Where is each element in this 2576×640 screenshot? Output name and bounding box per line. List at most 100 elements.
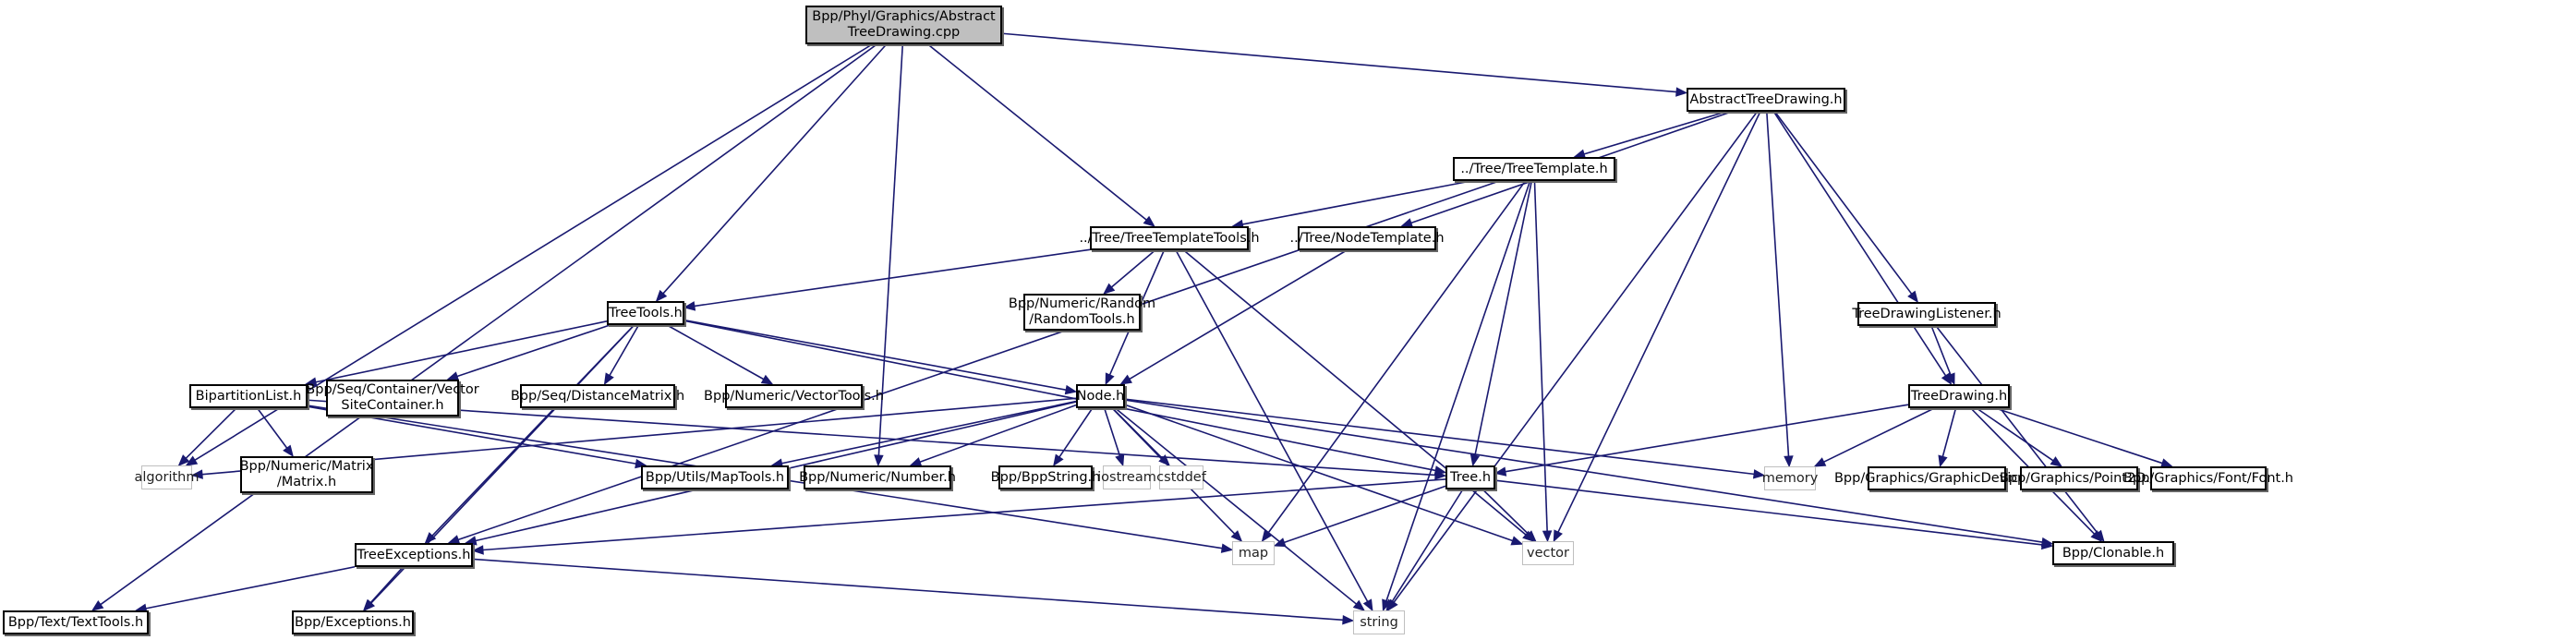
node-num[interactable]: Bpp/Numeric/Number.h bbox=[799, 465, 956, 489]
edge-node-to-vec bbox=[1124, 404, 1513, 542]
arrowhead-icon bbox=[1938, 454, 1948, 468]
arrowhead-icon bbox=[1385, 598, 1397, 612]
edge-ttt-to-str bbox=[1175, 249, 1369, 602]
edge-treetools-to-node bbox=[683, 319, 1067, 391]
edge-root-to-txt bbox=[100, 43, 877, 606]
arrowhead-icon bbox=[1813, 457, 1827, 467]
arrowhead-icon bbox=[1510, 536, 1524, 546]
node-tree[interactable]: Tree.h bbox=[1445, 465, 1495, 489]
edge-tree-to-clo bbox=[1494, 479, 2043, 546]
arrowhead-icon bbox=[1158, 454, 1171, 466]
edge-atd-to-str bbox=[1393, 111, 1759, 603]
arrowhead-icon bbox=[283, 444, 294, 458]
edge-tree-to-vec bbox=[1482, 489, 1530, 535]
edge-atd-to-vec bbox=[1557, 111, 1761, 533]
arrowhead-icon bbox=[1273, 537, 1287, 548]
edge-treetools-to-bpl bbox=[315, 320, 608, 383]
node-txt[interactable]: Bpp/Text/TextTools.h bbox=[3, 610, 149, 634]
edge-atd-to-tt bbox=[1583, 111, 1726, 155]
node-tdl[interactable]: TreeDrawingListener.h bbox=[1852, 302, 2002, 326]
edge-td-to-font bbox=[1995, 407, 2163, 465]
node-font[interactable]: Bpp/Graphics/Font/Font.h bbox=[2123, 466, 2293, 490]
arrowhead-icon bbox=[1434, 470, 1447, 480]
node-td[interactable]: TreeDrawing.h bbox=[1908, 384, 2010, 408]
node-nt[interactable]: ../Tree/NodeTemplate.h bbox=[1290, 226, 1445, 250]
edge-tt-to-ttt bbox=[1242, 180, 1471, 225]
edge-atd-to-tdl bbox=[1774, 111, 1913, 295]
edge-tdl-to-clo bbox=[1935, 325, 2098, 534]
node-mt[interactable]: Bpp/Utils/MapTools.h bbox=[641, 465, 789, 489]
edge-td-to-p2d bbox=[1976, 407, 2054, 462]
node-mat[interactable]: Bpp/Numeric/Matrix /Matrix.h bbox=[240, 456, 373, 493]
edge-treetools-to-vsc bbox=[456, 324, 611, 378]
node-rnd[interactable]: Bpp/Numeric/Random /RandomTools.h bbox=[1009, 294, 1155, 331]
edge-node-to-str bbox=[1114, 407, 1357, 605]
edge-te-to-txt bbox=[145, 565, 356, 610]
node-gd[interactable]: Bpp/Graphics/GraphicDevice.h bbox=[1834, 466, 2039, 490]
node-treetools[interactable]: TreeTools.h bbox=[607, 301, 684, 325]
edge-ttt-to-rnd bbox=[1111, 249, 1156, 288]
node-dm[interactable]: Bpp/Seq/DistanceMatrix.h bbox=[511, 384, 684, 408]
arrowhead-icon bbox=[1362, 598, 1373, 612]
arrowhead-icon bbox=[655, 289, 668, 302]
edge-tree-to-map bbox=[1284, 485, 1446, 544]
edge-atd-to-mem bbox=[1766, 111, 1790, 457]
arrowhead-icon bbox=[2050, 456, 2063, 467]
node-te[interactable]: TreeExceptions.h bbox=[355, 543, 473, 567]
edge-tree-to-str bbox=[1391, 489, 1464, 603]
node-bpl[interactable]: BipartitionList.h bbox=[189, 384, 308, 408]
edge-root-to-num bbox=[877, 43, 904, 456]
arrowhead-icon bbox=[1342, 615, 1355, 625]
arrowhead-icon bbox=[177, 454, 190, 466]
edge-root-to-treetools bbox=[662, 43, 888, 295]
arrowhead-icon bbox=[1220, 543, 1234, 553]
arrowhead-icon bbox=[1469, 453, 1481, 467]
arrowhead-icon bbox=[1103, 283, 1116, 295]
arrowhead-icon bbox=[1494, 466, 1507, 477]
node-exc[interactable]: Bpp/Exceptions.h bbox=[292, 610, 414, 634]
node-atd[interactable]: AbstractTreeDrawing.h bbox=[1687, 88, 1845, 112]
edge-tdl-to-td bbox=[1930, 325, 1952, 376]
node-mem: memory bbox=[1762, 466, 1818, 490]
node-clo[interactable]: Bpp/Clonable.h bbox=[2052, 541, 2174, 565]
arrowhead-icon bbox=[362, 598, 375, 611]
edge-ttt-to-vec bbox=[1183, 249, 1527, 536]
arrowhead-icon bbox=[1230, 530, 1243, 542]
arrowhead-icon bbox=[1752, 469, 1766, 479]
edge-nt-to-node bbox=[1129, 249, 1348, 380]
arrowhead-icon bbox=[1945, 372, 1955, 386]
arrowhead-icon bbox=[683, 301, 696, 311]
node-tt[interactable]: ../Tree/TreeTemplate.h bbox=[1453, 157, 1615, 181]
edge-te-to-str bbox=[472, 558, 1344, 622]
arrowhead-icon bbox=[2040, 539, 2054, 550]
arrowhead-icon bbox=[1053, 453, 1064, 467]
node-map: map bbox=[1232, 541, 1275, 565]
arrowhead-icon bbox=[1064, 384, 1078, 395]
edge-atd-to-td bbox=[1772, 111, 1947, 377]
node-vt[interactable]: Bpp/Numeric/VectorTools.h bbox=[704, 384, 884, 408]
arrowhead-icon bbox=[1352, 599, 1366, 611]
edge-tt-to-tree bbox=[1474, 180, 1533, 456]
node-ttt[interactable]: ../Tree/TreeTemplateTools.h bbox=[1079, 226, 1260, 250]
node-bs[interactable]: Bpp/BppString.h bbox=[991, 465, 1100, 489]
arrowhead-icon bbox=[874, 454, 884, 467]
arrowhead-icon bbox=[1119, 374, 1132, 385]
edge-node-to-mt bbox=[781, 400, 1077, 465]
edge-node-to-bs bbox=[1058, 407, 1094, 458]
node-vsc[interactable]: Bpp/Seq/Container/Vector SiteContainer.h bbox=[306, 380, 479, 417]
node-node[interactable]: Node.h bbox=[1076, 384, 1125, 408]
edge-bpl-to-algo bbox=[185, 407, 237, 459]
arrowhead-icon bbox=[185, 455, 199, 466]
arrowhead-icon bbox=[1105, 372, 1115, 386]
node-p2d[interactable]: Bpp/Graphics/Point2D.h bbox=[2000, 466, 2159, 490]
edge-bpl-to-tree bbox=[307, 399, 1436, 477]
arrowhead-icon bbox=[1115, 453, 1125, 467]
node-algo: algorithm bbox=[135, 465, 200, 489]
arrowhead-icon bbox=[190, 469, 203, 479]
edge-tt-to-str bbox=[1385, 180, 1531, 601]
node-str: string bbox=[1353, 610, 1405, 634]
edge-treetools-to-tree bbox=[683, 320, 1436, 472]
node-ios: iostream bbox=[1097, 465, 1156, 489]
node-root[interactable]: Bpp/Phyl/Graphics/Abstract TreeDrawing.c… bbox=[805, 6, 1002, 44]
arrowhead-icon bbox=[2090, 530, 2103, 542]
